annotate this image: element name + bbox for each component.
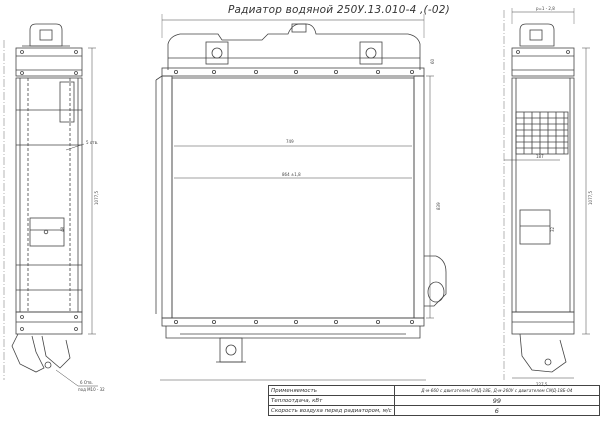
spec-table: Применяемость Д-м-660 с двигателем СМД-1… xyxy=(268,385,600,416)
left-bottom-label: 6 Отв. xyxy=(80,380,93,385)
front-width-label: 749 xyxy=(286,139,294,144)
left-height-label: 1077,5 xyxy=(94,191,99,205)
table-row: Применяемость Д-м-660 с двигателем СМД-1… xyxy=(268,385,600,396)
small-dim-a: 60 xyxy=(430,58,435,64)
heat-transfer-value: 99 xyxy=(393,395,600,406)
applicability-label: Применяемость xyxy=(268,385,395,396)
right-side-view xyxy=(503,8,590,380)
table-row: Теплоотдача, кВт 99 xyxy=(268,395,600,406)
applicability-value: Д-м-660 с двигателем СМД-18Б, Д-м-260У с… xyxy=(393,385,600,396)
left-note-label: 5 отв. xyxy=(86,140,98,145)
air-speed-value: 6 xyxy=(393,405,600,416)
table-row: Скорость воздуха перед радиатором, м/с 6 xyxy=(268,405,600,416)
air-speed-label: Скорость воздуха перед радиатором, м/с xyxy=(268,405,395,416)
small-dim-c: 32 xyxy=(550,226,555,232)
left-bottom-sub-label: под М10 - 32 xyxy=(78,387,105,392)
front-view xyxy=(155,14,447,381)
small-dim-b: 48 xyxy=(60,226,65,232)
right-height-label: 1077,5 xyxy=(588,191,593,205)
front-inner-label: 864 ±1,8 xyxy=(282,172,301,177)
right-top-label: р=1 - 2,8 xyxy=(536,6,555,11)
heat-transfer-label: Теплоотдача, кВт xyxy=(268,395,395,406)
left-side-view xyxy=(3,23,98,387)
right-mid-label: 187 xyxy=(536,154,544,159)
front-height-label: 839 xyxy=(436,202,441,210)
right-bottom-label: 227,5 xyxy=(536,382,548,387)
drawing-title: Радиатор водяной 250У.13.010-4 ,(-02) xyxy=(228,4,450,16)
